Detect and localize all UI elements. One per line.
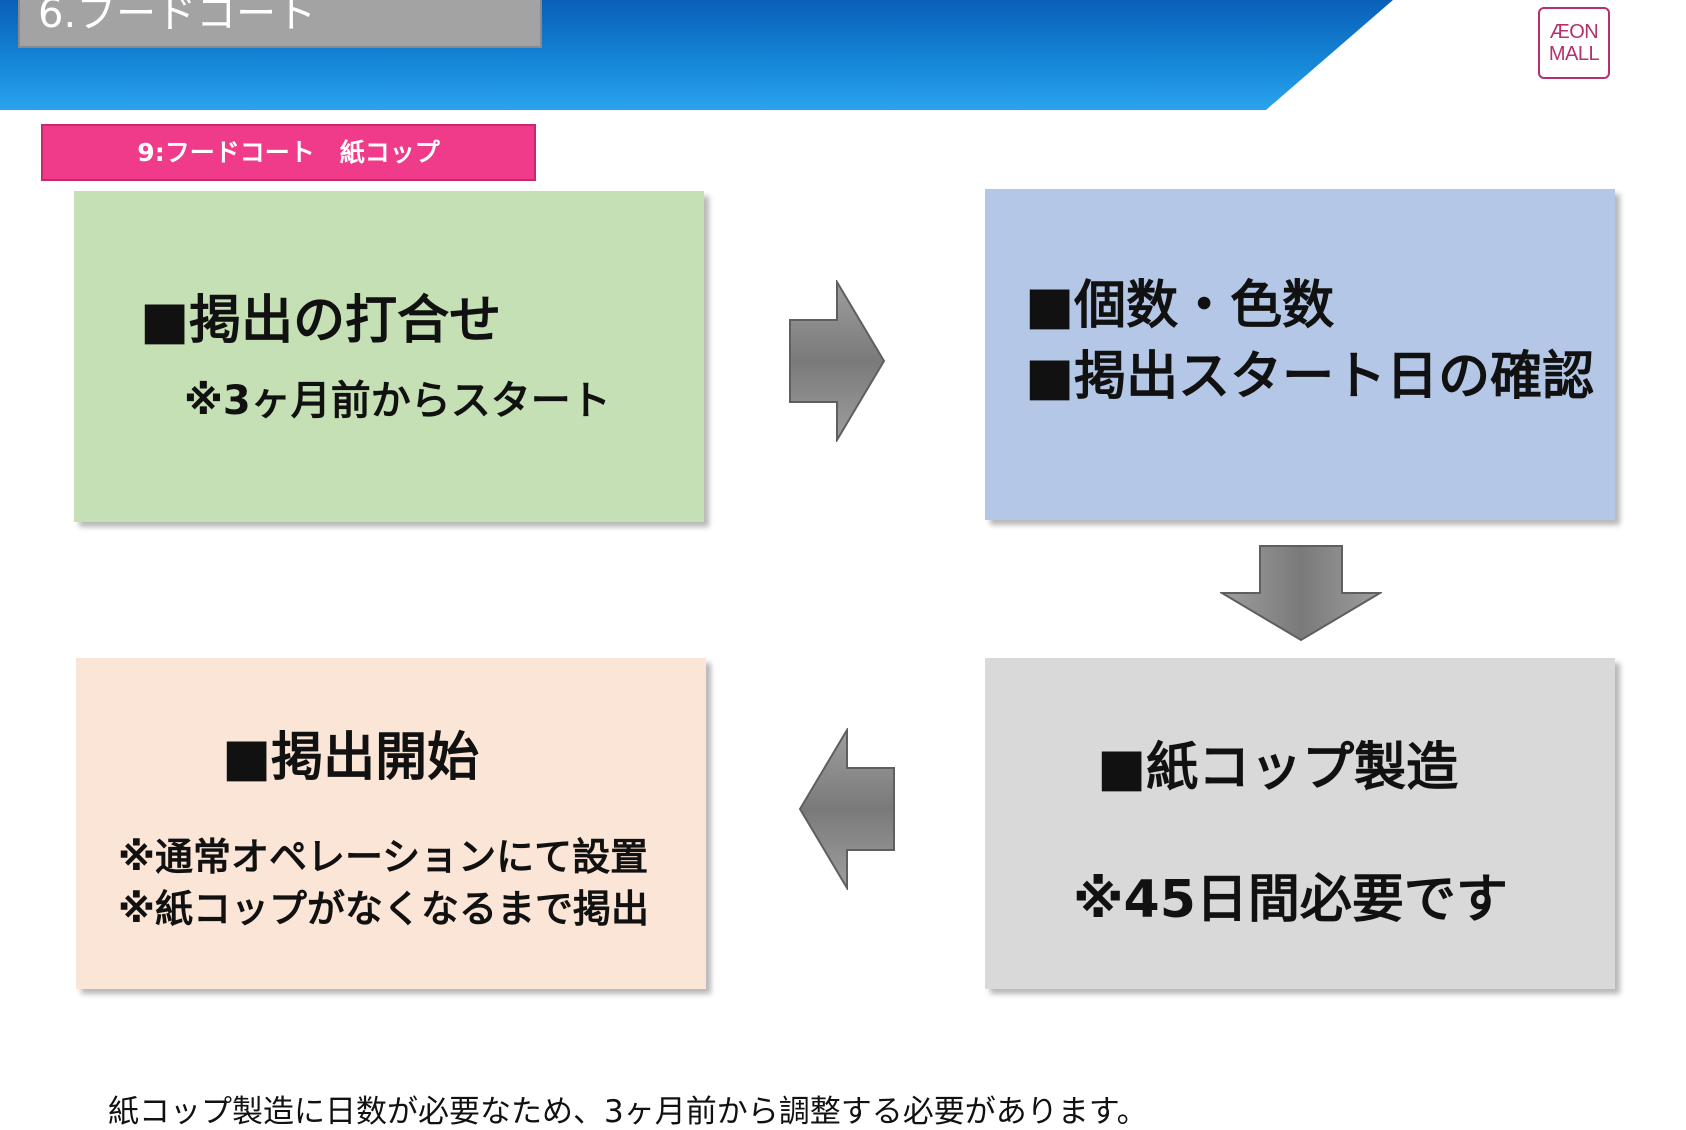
step-line: ■掲出スタート日の確認: [1025, 347, 1595, 407]
step-box-manufacture: ■紙コップ製造 ※45日間必要です: [985, 658, 1615, 989]
step-heading: ■掲出の打合せ: [140, 291, 502, 351]
step-note: ※通常オペレーションにて設置: [118, 835, 649, 879]
label-tag: 9:フードコート 紙コップ: [41, 124, 536, 181]
logo-line-2: MALL: [1548, 43, 1600, 65]
arrow-right-icon: [788, 280, 888, 442]
step-note: ※45日間必要です: [1073, 870, 1508, 930]
step-line: ■個数・色数: [1025, 276, 1335, 336]
step-heading: ■紙コップ製造: [1097, 738, 1459, 798]
aeon-mall-logo: ÆON MALL: [1538, 7, 1610, 79]
arrow-left-icon: [796, 728, 896, 890]
step-box-start: ■掲出開始 ※通常オペレーションにて設置 ※紙コップがなくなるまで掲出: [76, 658, 706, 989]
logo-line-1: ÆON: [1549, 21, 1599, 43]
step-note: ※3ヶ月前からスタート: [184, 378, 611, 424]
step-box-confirm: ■個数・色数 ■掲出スタート日の確認: [985, 189, 1615, 520]
section-title: 6.フードコート: [18, 0, 542, 48]
step-box-meeting: ■掲出の打合せ ※3ヶ月前からスタート: [74, 191, 704, 522]
step-heading: ■掲出開始: [222, 728, 480, 788]
arrow-down-icon: [1220, 544, 1382, 644]
step-note: ※紙コップがなくなるまで掲出: [118, 887, 649, 931]
footer-note: 紙コップ製造に日数が必要なため、3ヶ月前から調整する必要があります。: [108, 1094, 1148, 1130]
